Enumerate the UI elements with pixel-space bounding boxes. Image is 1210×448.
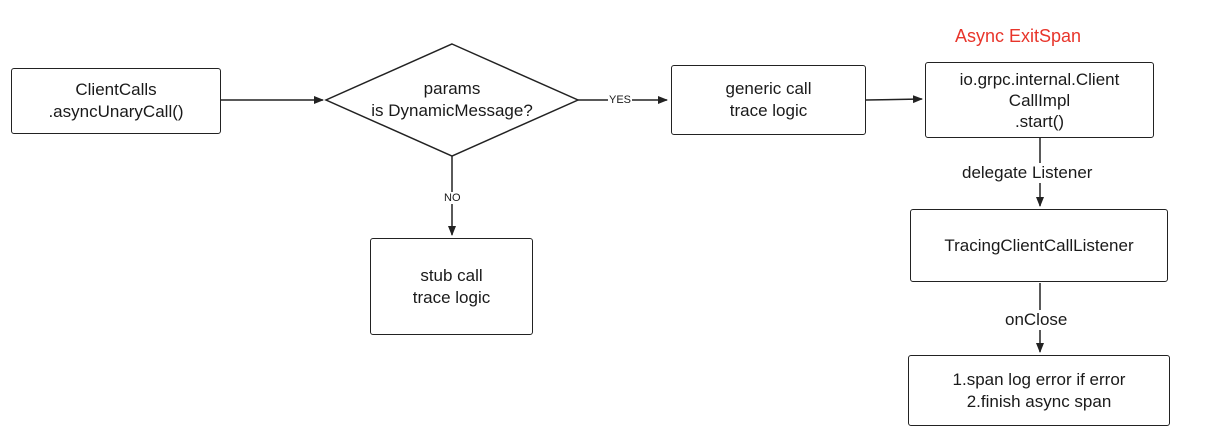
node-generic-call-line-1: generic call xyxy=(725,79,812,98)
node-stub-call-line-2: trace logic xyxy=(412,287,491,307)
edge-label-on-close: onClose xyxy=(1003,310,1070,330)
node-finish-line-1: 1.span log error if error xyxy=(952,369,1126,389)
node-client-call-impl: io.grpc.internal.Client CallImpl .start(… xyxy=(925,62,1154,138)
node-client-call-impl-line-2: CallImpl xyxy=(1008,90,1071,110)
node-tracing-listener-line-1: TracingClientCallListener xyxy=(944,235,1134,255)
node-client-calls: ClientCalls .asyncUnaryCall() xyxy=(11,68,221,134)
edge-label-yes: YES xyxy=(608,94,633,106)
node-client-call-impl-line-1: io.grpc.internal.Client xyxy=(959,69,1120,89)
node-stub-call: stub call trace logic xyxy=(370,238,533,335)
decision-text: params is DynamicMessage? xyxy=(326,78,578,122)
decision-line-2: is DynamicMessage? xyxy=(371,101,533,120)
node-generic-call: generic call trace logic xyxy=(671,65,866,135)
node-tracing-listener: TracingClientCallListener xyxy=(910,209,1168,282)
async-exitspan-annotation: Async ExitSpan xyxy=(955,26,1082,46)
edge-label-delegate-listener: delegate Listener xyxy=(960,163,1095,183)
node-stub-call-line-1: stub call xyxy=(420,265,483,285)
node-generic-call-line-2: trace logic xyxy=(729,101,808,120)
node-client-calls-line-1: ClientCalls xyxy=(75,80,157,99)
edge-label-no: NO xyxy=(443,192,462,204)
node-client-call-impl-line-3: .start() xyxy=(1014,111,1065,131)
node-finish: 1.span log error if error 2.finish async… xyxy=(908,355,1170,426)
decision-line-1: params xyxy=(423,79,481,98)
arrow-generic-to-clientcallimpl xyxy=(865,95,923,104)
node-finish-line-2: 2.finish async span xyxy=(966,391,1112,411)
node-client-calls-line-2: .asyncUnaryCall() xyxy=(48,102,184,121)
